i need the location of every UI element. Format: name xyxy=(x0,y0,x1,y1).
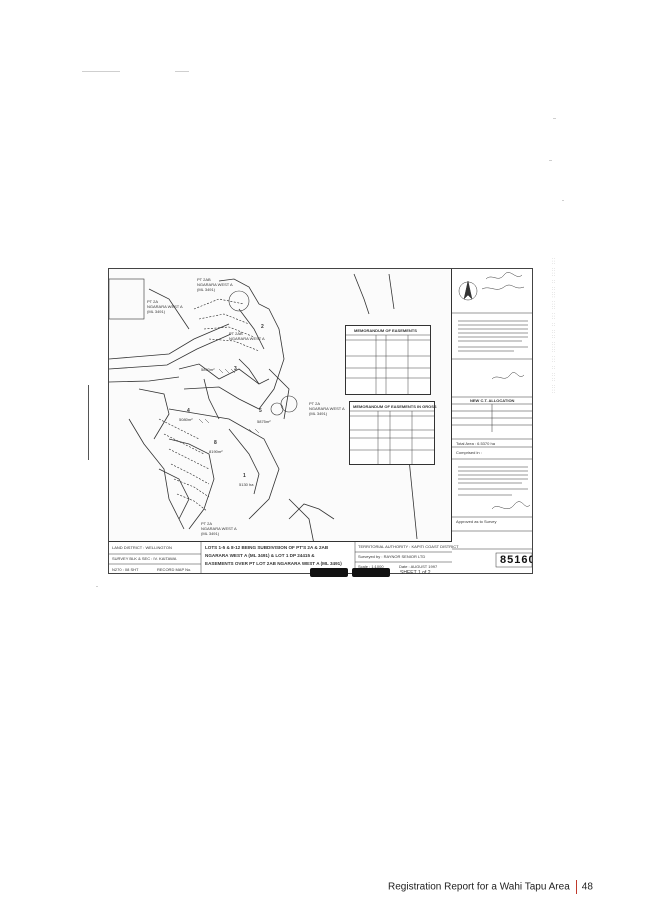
memo-easements-table: MEMORANDUM OF EASEMENTS xyxy=(345,325,431,395)
new-ct-allocation: NEW C.T. ALLOCATION xyxy=(470,398,515,403)
lots-title-2: NGARARA WEST A (ML 3491) & LOT 1 DP 2441… xyxy=(205,553,315,558)
margin-line xyxy=(88,385,89,460)
parcel-label: PT 2A NGARARA WEST A (ML 3491) xyxy=(201,521,237,536)
report-title: Registration Report for a Wahi Tapu Area xyxy=(388,881,570,893)
lot-label: 3 xyxy=(234,366,237,372)
scan-speck xyxy=(553,118,556,119)
scan-speck xyxy=(96,586,98,587)
scan-speck xyxy=(549,160,552,161)
plan-number: 85160 xyxy=(500,554,533,566)
lot-label: 4 xyxy=(187,408,190,414)
survey-plan-image: 2 3 4 5 8 1 5890m² 5080m² 5875m² 8190m² … xyxy=(108,268,533,574)
lots-title-1: LOTS 1-5 & 8-12 BEING SUBDIVISION OF PT'… xyxy=(205,545,329,550)
surveyed-by: Surveyed by : RAYNOR SENIOR LTD xyxy=(358,554,426,559)
scan-speck xyxy=(562,200,564,201)
lot-label: 5 xyxy=(259,408,262,414)
survey-plan-drawing xyxy=(109,273,418,545)
scan-speck xyxy=(82,71,120,72)
parcel-label: PT 2AB NGARARA WEST A xyxy=(229,331,265,341)
sheet-number: SHEET 1 of 2 xyxy=(400,570,431,576)
footer-divider xyxy=(575,880,577,894)
parcel-label: PT 2A NGARARA WEST A (ML 3491) xyxy=(309,401,345,416)
record-map: RECORD MAP No. xyxy=(157,567,192,572)
total-area: Total Area : 6.5370 ha xyxy=(456,441,495,446)
survey-block: SURVEY BLK & SEC : IV. KAITAWA xyxy=(112,556,177,561)
memo-easements-gross-title: MEMORANDUM OF EASEMENTS IN GROSS xyxy=(353,404,437,409)
redaction-block xyxy=(310,568,348,577)
lot-area: 5080m² xyxy=(179,417,193,422)
parcel-label: PT 2A NGARARA WEST A (ML 3491) xyxy=(147,299,183,314)
territorial-authority: TERRITORIAL AUTHORITY : KAPITI COAST DIS… xyxy=(358,544,459,549)
approved-label: Approved as to Survey xyxy=(456,519,497,524)
lot-area: 8190m² xyxy=(209,449,223,454)
parcel-label: PT 2AB NGARARA WEST A (ML 3491) xyxy=(197,277,233,292)
scan-speck xyxy=(175,71,189,72)
scanned-edge-text: ::: :::: :: ::::: :::: ::: :: :::: :::::… xyxy=(550,258,556,395)
lot-label: 1 xyxy=(243,473,246,479)
lot-area: 5875m² xyxy=(257,419,271,424)
memo-easements-gross-table: MEMORANDUM OF EASEMENTS IN GROSS xyxy=(349,401,437,465)
sheet-line: N270 : 08 SHT xyxy=(112,567,139,572)
title-block: LAND DISTRICT : WELLINGTON SURVEY BLK & … xyxy=(109,541,459,573)
lot-label: 8 xyxy=(214,440,217,446)
scale: Scale : 1:1000 xyxy=(358,564,384,569)
approval-panel: NEW C.T. ALLOCATION Total Area : 6.5370 … xyxy=(451,269,533,573)
page-footer: Registration Report for a Wahi Tapu Area… xyxy=(388,880,593,894)
lot-area: 5130 ha xyxy=(239,482,254,487)
redaction-block xyxy=(352,568,390,577)
page-number: 48 xyxy=(581,881,593,893)
comprised-in: Comprised in : xyxy=(456,450,482,455)
memo-easements-title: MEMORANDUM OF EASEMENTS xyxy=(354,328,417,333)
lots-title-3: EASEMENTS OVER PT LOT 2AB NGARARA WEST A… xyxy=(205,561,342,566)
date: Date : AUGUST 1997 xyxy=(399,564,438,569)
lot-label: 2 xyxy=(261,324,264,330)
land-district: LAND DISTRICT : WELLINGTON xyxy=(112,545,172,550)
lot-area: 5890m² xyxy=(201,367,215,372)
